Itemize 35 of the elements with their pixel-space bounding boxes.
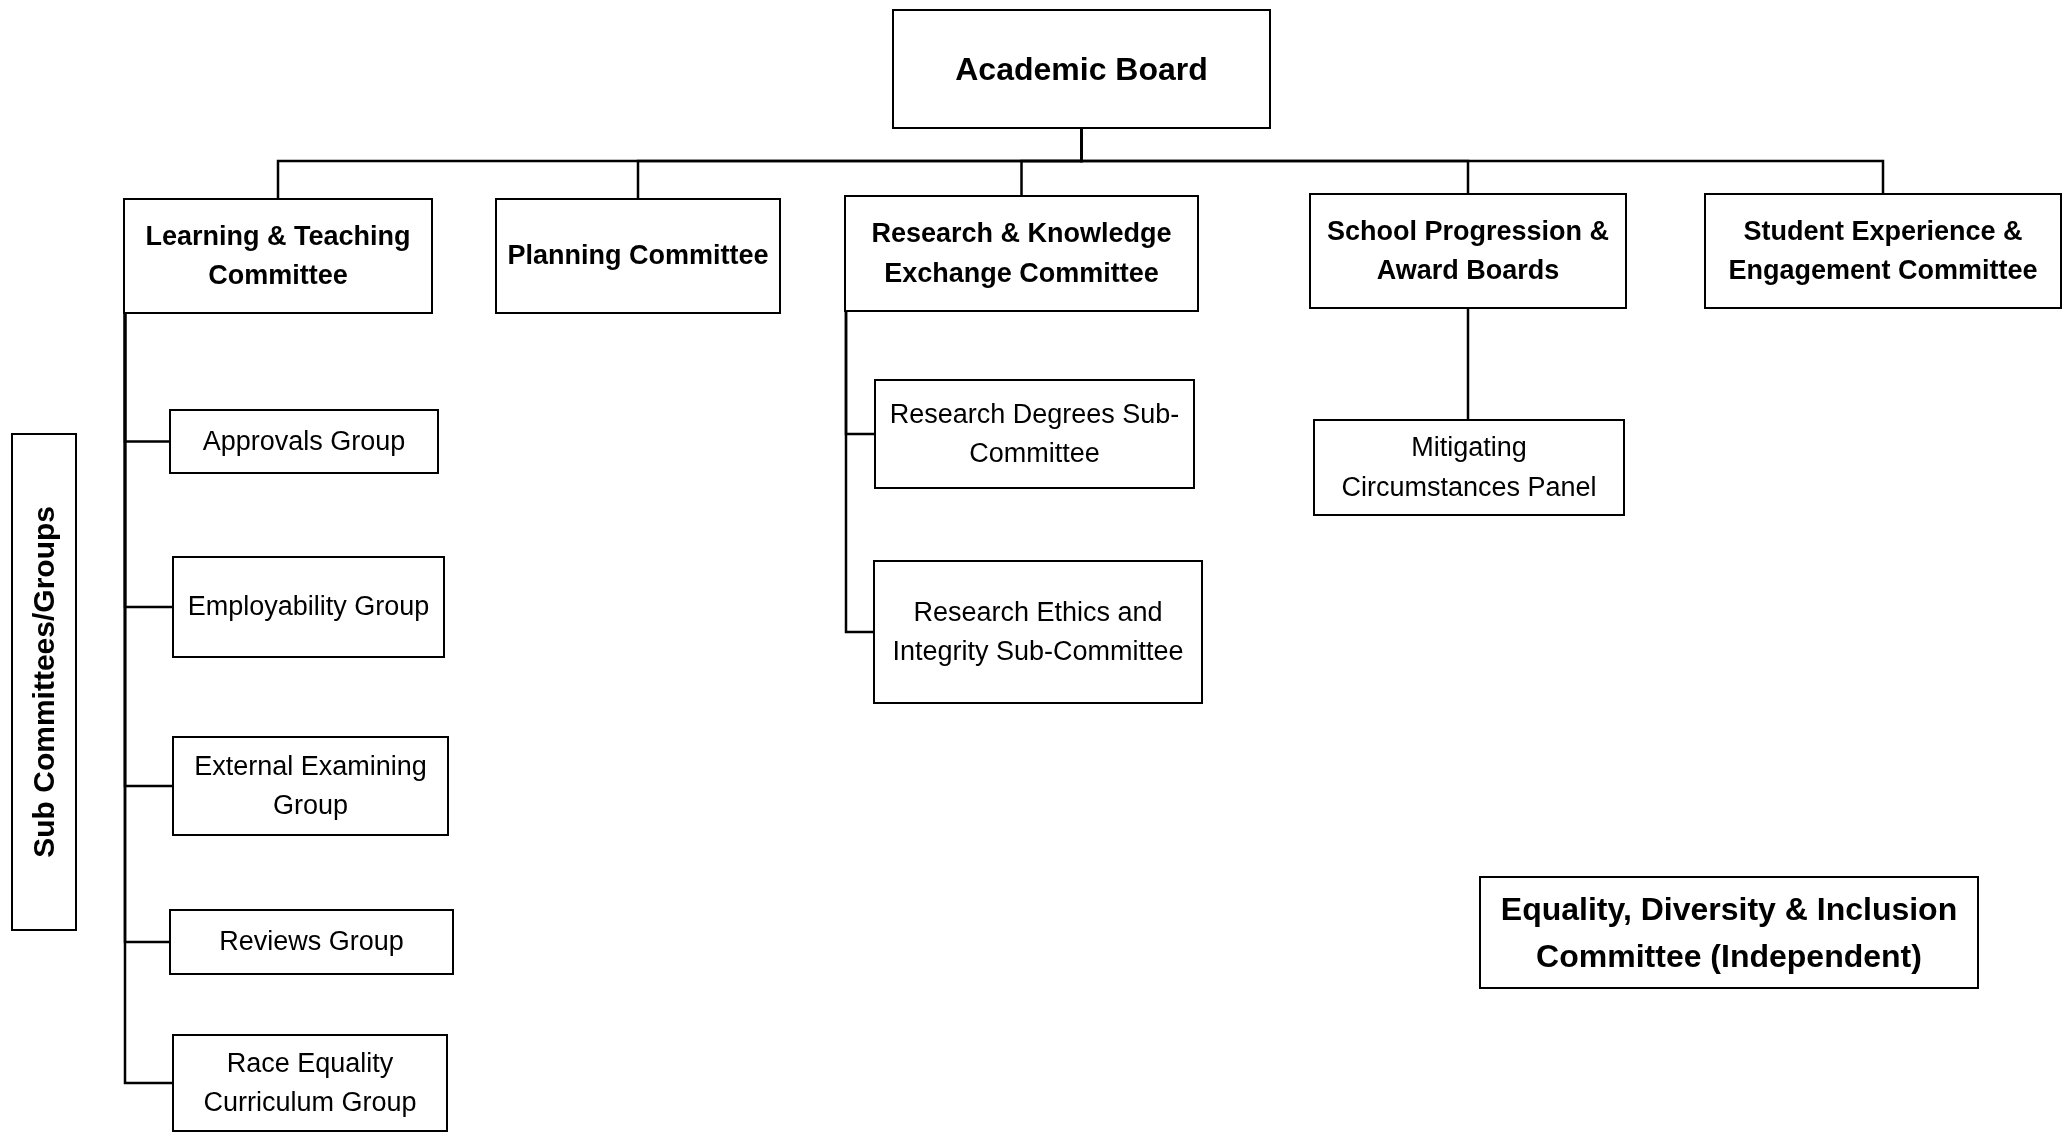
box-label: Approvals Group bbox=[202, 424, 406, 458]
box-label: Planning Committee bbox=[507, 239, 769, 273]
group-box bbox=[1313, 419, 1625, 516]
box-label: Reviews Group bbox=[219, 925, 404, 959]
board-box bbox=[1479, 876, 1979, 989]
box-label: Learning & Teaching Committee bbox=[144, 219, 412, 292]
connector-line bbox=[123, 314, 172, 1085]
group-box bbox=[169, 409, 439, 474]
box-label: Employability Group bbox=[187, 590, 430, 624]
connector-line bbox=[1466, 309, 1470, 419]
group-box bbox=[172, 556, 445, 658]
vertical-label: Sub Committees/Groups bbox=[26, 506, 62, 858]
box-label: Research Ethics and Integrity Sub-Committee bbox=[891, 595, 1185, 668]
committee-box bbox=[123, 198, 433, 314]
box-label: Academic Board bbox=[955, 49, 1208, 89]
group-box bbox=[172, 1034, 448, 1132]
box-label: Research Degrees Sub-Committee bbox=[888, 397, 1181, 470]
box-label: Research & Knowledge Exchange Committee bbox=[870, 217, 1173, 290]
group-box bbox=[172, 736, 449, 836]
group-box bbox=[169, 909, 454, 975]
box-label: Student Experience & Engagement Committee bbox=[1727, 214, 2039, 287]
box-label: External Examining Group bbox=[193, 749, 428, 822]
box-label: Mitigating Circumstances Panel bbox=[1340, 431, 1598, 504]
side-label-box bbox=[11, 433, 77, 931]
box-label: Race Equality Curriculum Group bbox=[202, 1046, 418, 1119]
box-label: Equality, Diversity & Inclusion Committee (Independent) bbox=[1499, 890, 1959, 976]
group-box bbox=[874, 379, 1195, 489]
committee-box bbox=[1309, 193, 1627, 309]
connector-line bbox=[844, 312, 873, 634]
group-box bbox=[873, 560, 1203, 704]
committee-box bbox=[1704, 193, 2062, 309]
committee-box bbox=[844, 195, 1199, 312]
committee-box bbox=[495, 198, 781, 314]
box-label: School Progression & Award Boards bbox=[1325, 214, 1611, 287]
board-box bbox=[892, 9, 1271, 129]
